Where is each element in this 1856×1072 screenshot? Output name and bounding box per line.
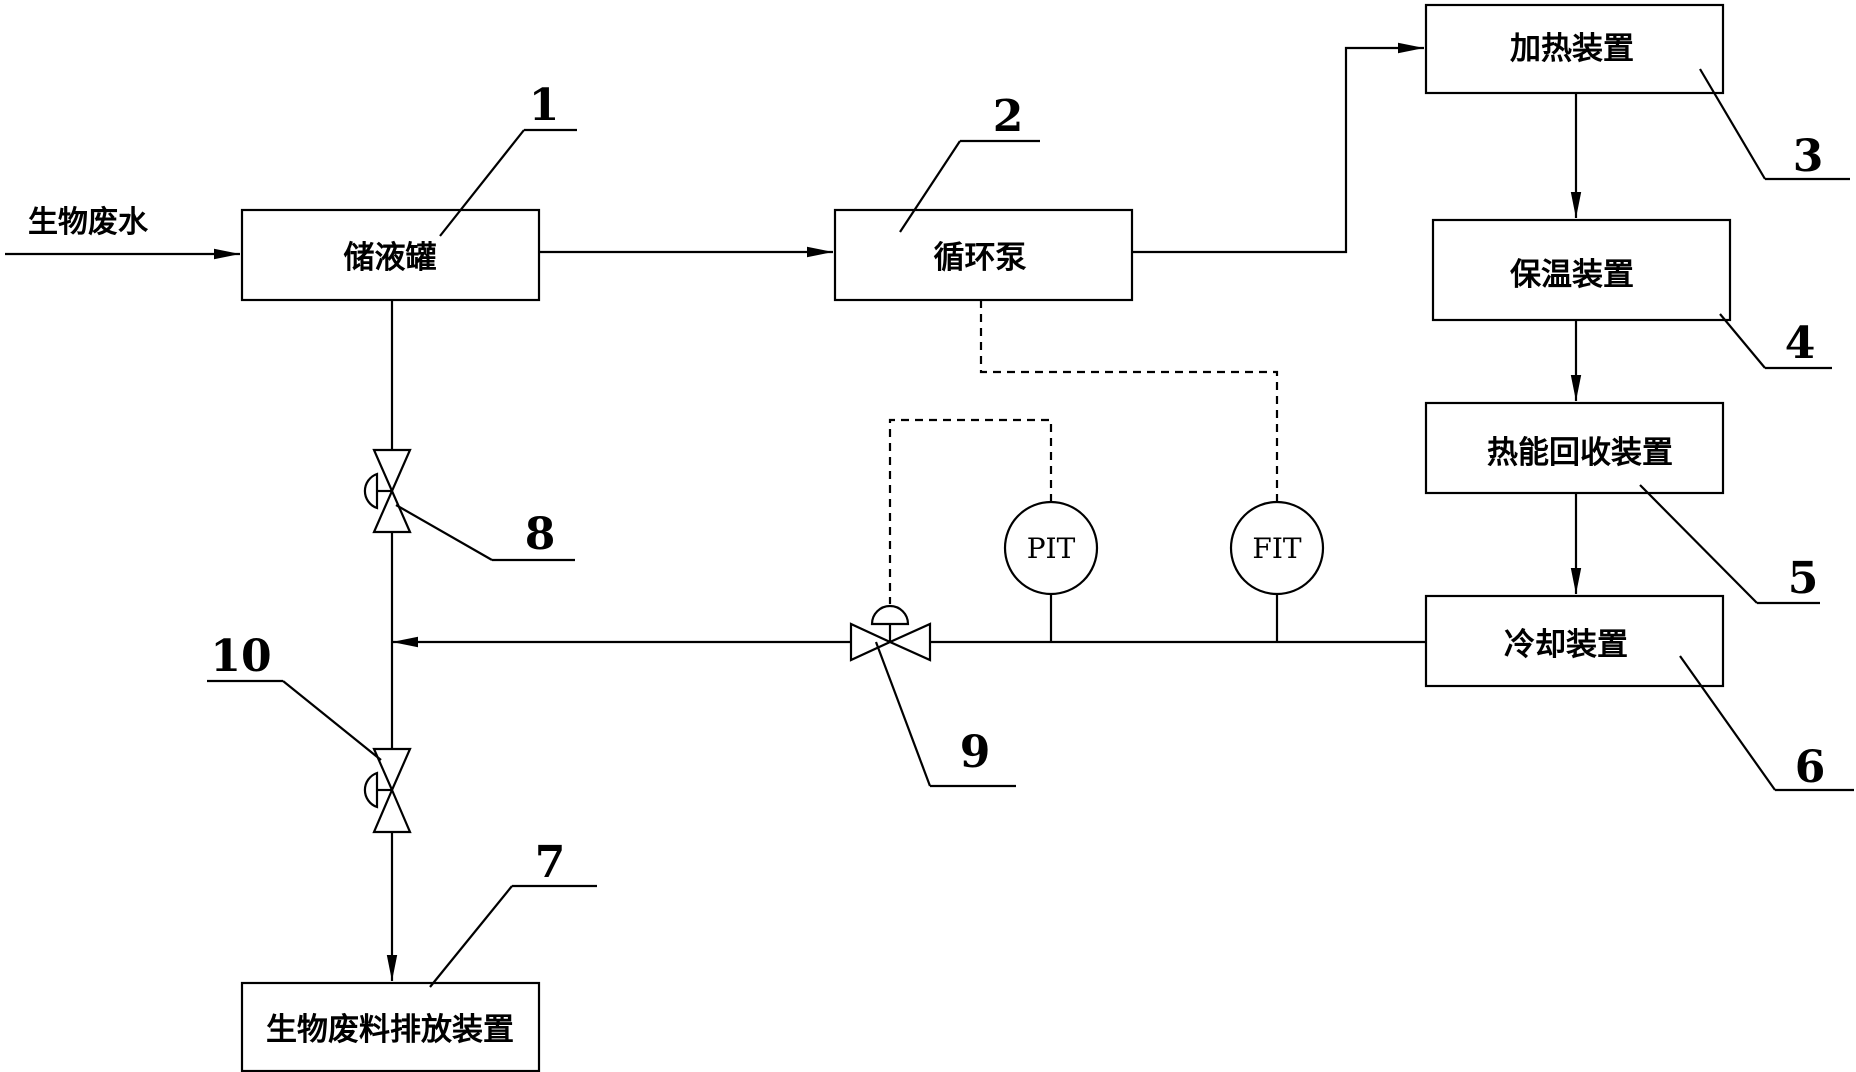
svg-text:7: 7 [535,837,566,888]
svg-text:2: 2 [993,91,1024,142]
svg-text:5: 5 [1788,553,1819,604]
circulation-pump-label: 循环泵 [934,240,1027,276]
heat-recovery-device-label: 热能回收装置 [1487,435,1673,471]
callout-5: 5 [1639,484,1820,605]
callout-2: 2 [899,91,1040,233]
flow-transmitter-icon[interactable]: FIT [1229,500,1325,642]
cooling-device-box: 冷却装置 [1424,594,1725,688]
valve-8-icon[interactable] [363,448,412,534]
callout-10: 10 [207,631,382,761]
callout-3: 3 [1699,68,1850,182]
pit-to-valve-signal-line [888,418,1053,604]
circulation-pump-box: 循环泵 [833,208,1134,302]
storage-tank-box: 储液罐 [240,208,541,302]
callout-9: 9 [874,641,1016,788]
callout-4: 4 [1719,313,1832,370]
discharge-device-box: 生物废料排放装置 [240,981,541,1072]
svg-text:4: 4 [1785,318,1816,369]
valve-10-icon[interactable] [363,747,412,834]
svg-text:9: 9 [960,727,991,778]
svg-text:10: 10 [210,631,271,682]
cooling-device-label: 冷却装置 [1504,627,1628,663]
pit-label: PIT [1027,532,1076,565]
discharge-device-label: 生物废料排放装置 [266,1012,514,1048]
callout-7: 7 [429,837,597,988]
svg-text:8: 8 [525,509,556,560]
svg-text:1: 1 [529,80,560,131]
heat-recovery-device-box: 热能回收装置 [1424,401,1725,495]
callout-6: 6 [1679,655,1854,793]
svg-text:3: 3 [1793,131,1824,182]
fit-label: FIT [1252,532,1301,565]
input-label: 生物废水 [28,205,149,240]
callout-1: 1 [439,80,577,237]
callout-8: 8 [395,504,575,562]
insulation-device-box: 保温装置 [1431,218,1732,322]
heating-device-label: 加热装置 [1510,31,1634,67]
valve-9-icon[interactable] [849,604,932,662]
fit-to-pump-signal-line [979,300,1279,502]
svg-text:6: 6 [1795,742,1826,793]
heating-device-box: 加热装置 [1424,3,1725,95]
insulation-device-label: 保温装置 [1510,257,1634,293]
pump-to-heating-arrow [1132,42,1424,254]
storage-tank-label: 储液罐 [344,240,437,276]
pressure-transmitter-icon[interactable]: PIT [1003,500,1099,642]
